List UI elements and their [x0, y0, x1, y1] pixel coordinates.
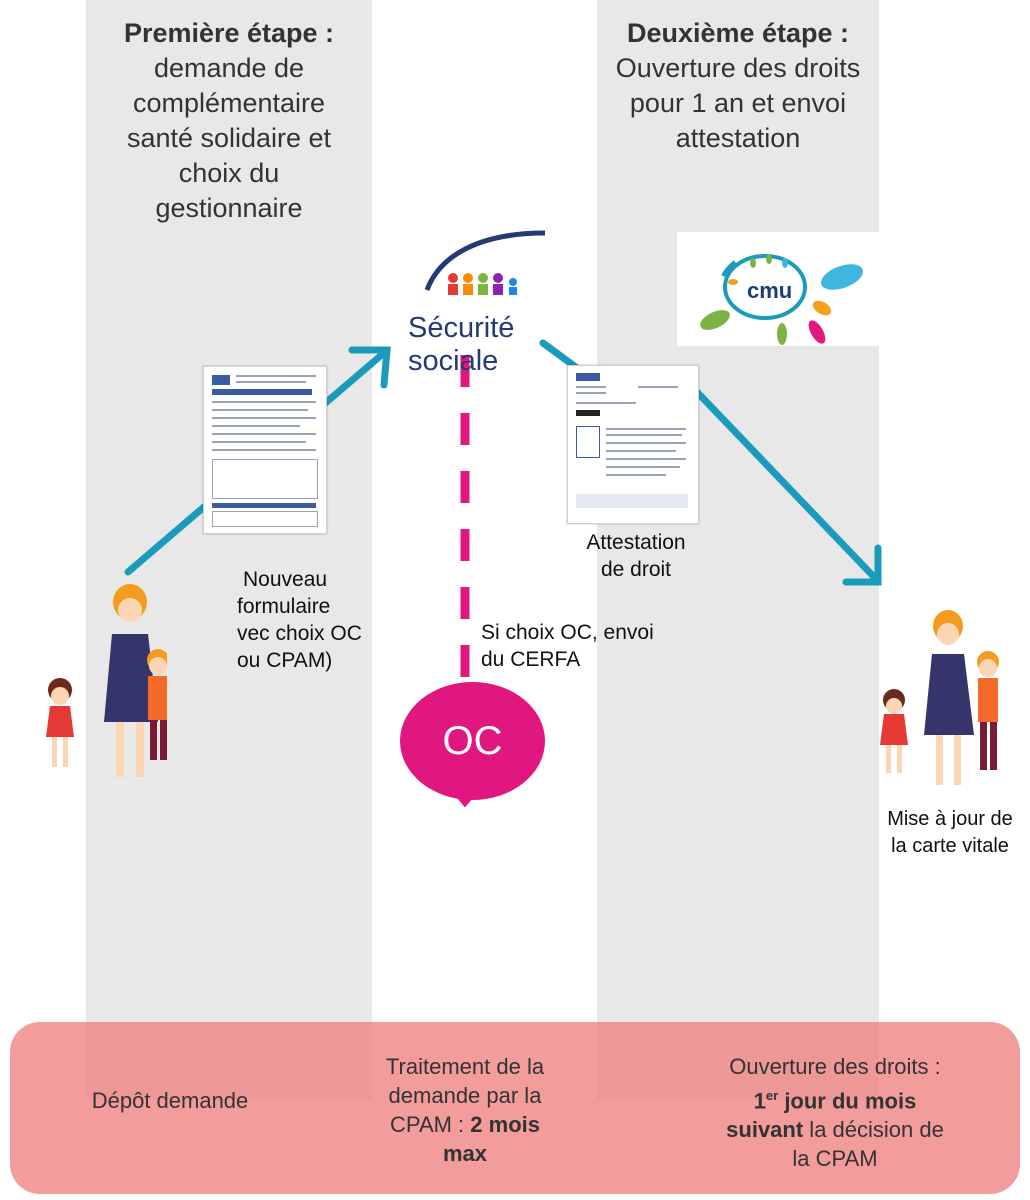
step2-line: Ouverture des droits: [615, 53, 861, 83]
step1-heading: Première étape :: [123, 18, 335, 48]
banner-line: 1er jour du mois: [680, 1081, 990, 1115]
carte-vitale-label: Mise à jour de la carte vitale: [870, 806, 1030, 860]
banner-bold: 2 mois: [470, 1112, 540, 1137]
step1-column: [86, 0, 372, 1100]
arrow-carte-head: [842, 544, 882, 586]
label-line: Si choix OC, envoi: [481, 621, 654, 644]
label-line: Nouveau: [243, 568, 328, 591]
label-line: formulaire: [237, 595, 331, 618]
banner-line: la CPAM: [792, 1146, 878, 1172]
arrow-form-to-secu-head: [348, 346, 391, 389]
nouveau-formulaire-label: Nouveau formulaire vec choix OC ou CPAM): [237, 566, 377, 674]
step2-line: attestation: [675, 123, 801, 153]
banner-ouverture: Ouverture des droits : 1er jour du mois …: [680, 1052, 990, 1173]
step1-title: Première étape : demande de complémentai…: [86, 16, 372, 226]
label-line: la carte vitale: [891, 835, 1009, 857]
cmu-text: cmu: [747, 278, 793, 303]
oc-circle: OC: [400, 682, 545, 800]
step1-line: gestionnaire: [155, 193, 303, 223]
banner-bold: 1: [753, 1088, 766, 1114]
step2-heading: Deuxième étape :: [626, 18, 850, 48]
securite-sociale-logo: Sécurité sociale: [405, 215, 555, 377]
label-line: ou CPAM): [237, 649, 333, 672]
label-line: vec choix OC: [237, 622, 362, 645]
banner-sup: er: [765, 1088, 779, 1103]
attestation-label: Attestation de droit: [566, 529, 706, 583]
nouveau-formulaire-document: [203, 366, 327, 534]
arrow-attestation-to-carte: [693, 388, 879, 582]
step2-column: [597, 0, 879, 1100]
cerfa-label: Si choix OC, envoi du CERFA: [481, 619, 701, 673]
banner-text: la décision de: [803, 1117, 944, 1143]
label-line: du CERFA: [481, 648, 581, 671]
banner-line: CPAM : 2 mois: [350, 1110, 580, 1139]
label-line: Mise à jour de: [887, 808, 1013, 830]
step1-line: complémentaire: [132, 88, 326, 118]
step1-line: demande de: [153, 53, 305, 83]
banner-traitement: Traitement de la demande par la CPAM : 2…: [350, 1052, 580, 1168]
cmu-logo: cmu: [677, 232, 879, 346]
family-right-illustration: [880, 610, 999, 785]
step1-line: santé solidaire et: [126, 123, 332, 153]
step2-line: pour 1 an et envoi: [629, 88, 847, 118]
banner-bold: suivant: [726, 1117, 804, 1143]
banner-text: CPAM :: [390, 1112, 471, 1137]
banner-depot-demande: Dépôt demande: [91, 1088, 249, 1113]
securite-sociale-text: Sécurité sociale: [408, 312, 515, 377]
timeline-banner: [10, 1022, 1020, 1194]
banner-bold: jour du mois: [778, 1088, 917, 1114]
banner-line: Ouverture des droits :: [729, 1054, 941, 1079]
banner-line: Traitement de la: [385, 1054, 545, 1079]
banner-line: suivant la décision de: [680, 1115, 990, 1144]
family-left-illustration: [46, 584, 167, 777]
banner-line: demande par la: [388, 1083, 542, 1108]
banner-bold: max: [442, 1141, 488, 1166]
banner-line: max: [350, 1139, 580, 1168]
label-line: Attestation: [586, 531, 686, 554]
step2-title: Deuxième étape : Ouverture des droits po…: [597, 16, 879, 156]
attestation-document: [567, 365, 699, 524]
label-line: de droit: [600, 558, 672, 581]
step1-line: choix du: [178, 158, 280, 188]
